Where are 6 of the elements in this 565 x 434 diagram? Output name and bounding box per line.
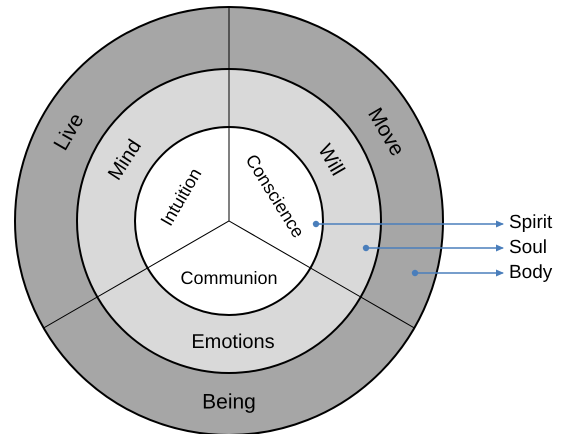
leader-arrow — [362, 244, 504, 252]
layer-label: Body — [509, 262, 552, 284]
leader-arrow — [412, 270, 504, 276]
layer-label: Soul — [509, 237, 548, 259]
layer-label: Spirit — [509, 212, 552, 234]
leader-arrow — [312, 220, 504, 228]
